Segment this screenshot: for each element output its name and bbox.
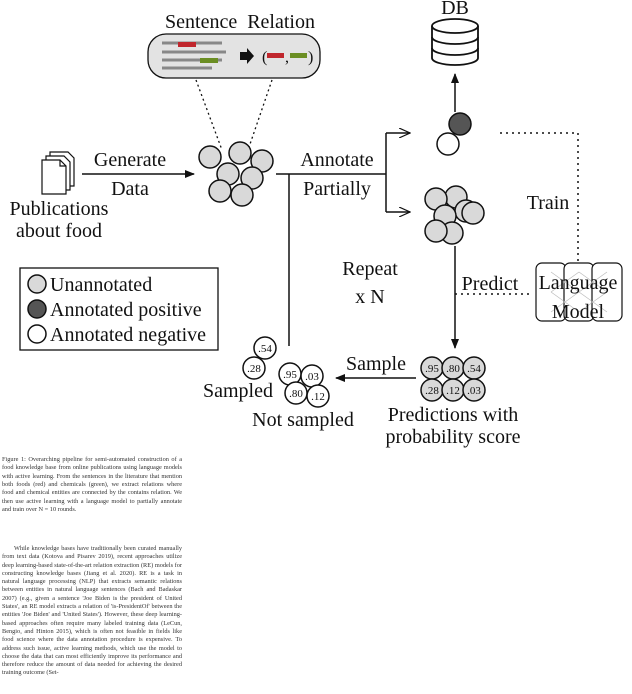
partially-label: Partially: [303, 178, 371, 200]
data-label: Data: [111, 178, 149, 200]
language-label: Language: [539, 272, 618, 294]
predict-label: Predict: [462, 273, 519, 295]
svg-text:.28: .28: [425, 385, 439, 397]
annotated-negative-sample: [436, 132, 460, 156]
svg-text:.54: .54: [258, 343, 272, 355]
sentence-relation-label: Sentence Relation: [165, 11, 315, 33]
svg-text:.03: .03: [467, 385, 481, 397]
publications-label-line2: about food: [16, 220, 102, 242]
predictions-label-line1: Predictions with: [388, 404, 519, 426]
not-sampled-cluster: .95 .03 .80 .12: [278, 362, 330, 408]
generate-label: Generate: [94, 149, 166, 171]
sample-label: Sample: [346, 353, 406, 375]
repeat-count-label: x N: [355, 286, 384, 308]
predictions-label-line2: probability score: [386, 426, 521, 448]
legend-positive-label: Annotated positive: [50, 299, 202, 321]
legend-unannotated-label: Unannotated: [50, 274, 152, 296]
svg-text:.28: .28: [247, 363, 261, 375]
train-label: Train: [527, 192, 570, 214]
svg-text:(: (: [262, 49, 267, 66]
svg-text:.80: .80: [446, 363, 460, 375]
svg-text:.12: .12: [446, 385, 460, 397]
annotated-positive-sample: [448, 112, 472, 136]
svg-text:.95: .95: [425, 363, 439, 375]
svg-text:.54: .54: [467, 363, 481, 375]
legend: Unannotated Annotated positive Annotated…: [19, 267, 219, 351]
legend-negative-swatch: [27, 324, 47, 344]
svg-text:.95: .95: [283, 369, 297, 381]
figure-caption: Figure 1: Overarching pipeline for semi-…: [2, 456, 182, 514]
svg-text:): ): [308, 49, 313, 66]
pipeline-figure: Sentence Relation ( , ) Publications abo…: [10, 0, 623, 448]
not-sampled-label: Not sampled: [252, 409, 354, 431]
svg-text:.80: .80: [289, 388, 303, 400]
svg-text:.12: .12: [311, 391, 325, 403]
predictions-cluster: .95 .80 .54 .28 .12 .03: [420, 356, 486, 402]
legend-positive-swatch: [27, 299, 47, 319]
database-icon: [431, 18, 479, 66]
publications-label-line1: Publications: [10, 198, 109, 220]
legend-negative-label: Annotated negative: [50, 324, 206, 346]
svg-text:.03: .03: [305, 371, 319, 383]
model-label: Model: [552, 301, 605, 323]
unannotated-cluster: [424, 185, 485, 245]
language-model-icon: [535, 262, 623, 322]
arrow-icon: [240, 48, 254, 64]
repeat-label: Repeat: [342, 258, 398, 280]
svg-text:,: ,: [285, 49, 289, 66]
generated-data-cluster: [198, 141, 274, 207]
legend-unannotated-swatch: [27, 274, 47, 294]
db-label: DB: [441, 0, 469, 19]
body-paragraph: While knowledge bases have traditionally…: [2, 545, 182, 677]
sampled-cluster: .54 .28: [242, 336, 277, 380]
documents-icon: [41, 151, 75, 195]
annotate-label: Annotate: [300, 149, 373, 171]
sentence-relation-box: ( , ): [147, 33, 321, 79]
sampled-label: Sampled: [203, 380, 273, 402]
